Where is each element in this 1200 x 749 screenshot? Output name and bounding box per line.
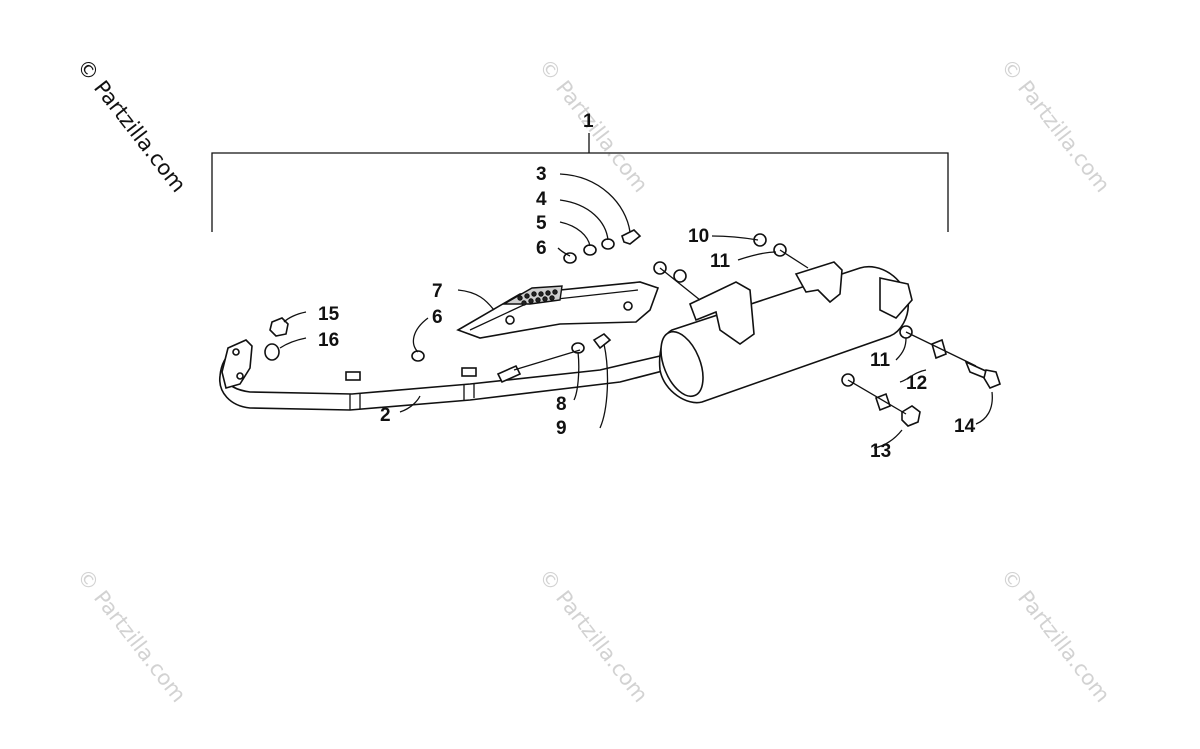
callout-4: 4 [536,189,547,210]
callout-12: 12 [906,373,927,394]
callout-9: 9 [556,418,567,439]
callout-8: 8 [556,394,567,415]
callout-7: 7 [432,281,443,302]
washer-11a [673,269,687,283]
washer-4 [601,238,615,250]
callout-11-upper: 11 [710,251,731,272]
callout-10: 10 [688,226,709,247]
assembly-bracket [211,133,949,232]
bushing-12a [931,338,947,360]
heat-shield [456,281,660,339]
leader-lines [279,173,993,449]
callout-6-lower: 6 [432,307,443,328]
bolt-14-head [983,369,1001,389]
nut-13 [901,405,921,427]
washer-6-lower [411,350,425,362]
callout-6-upper: 6 [536,238,547,259]
washer-6-upper [563,252,577,264]
callout-1: 1 [583,111,594,132]
watermark-faint-4: © Partzilla.com [534,564,653,706]
nut-15 [269,317,289,337]
hardware [264,229,1001,427]
watermark-faint-2: © Partzilla.com [996,54,1115,196]
callout-15: 15 [318,304,340,325]
watermark-faint-3: © Partzilla.com [72,564,191,706]
watermark-faint-5: © Partzilla.com [996,564,1115,706]
callout-14: 14 [954,416,976,437]
callout-2: 2 [380,405,391,426]
bolt-9 [592,332,612,350]
callout-11-lower: 11 [870,350,891,371]
exhaust-pipe [219,339,675,411]
bolt-3 [621,229,642,245]
callout-3: 3 [536,164,547,185]
gasket-16 [264,343,280,361]
muffler [658,261,913,404]
watermark-main: © Partzilla.com [72,54,191,196]
callout-5: 5 [536,213,547,234]
callout-13: 13 [870,441,891,462]
callouts: 1 2 3 4 5 6 7 6 8 9 10 11 11 12 13 14 15… [318,111,976,462]
bushing-12b [875,392,891,412]
washer-5 [583,244,597,256]
callout-16: 16 [318,330,339,351]
